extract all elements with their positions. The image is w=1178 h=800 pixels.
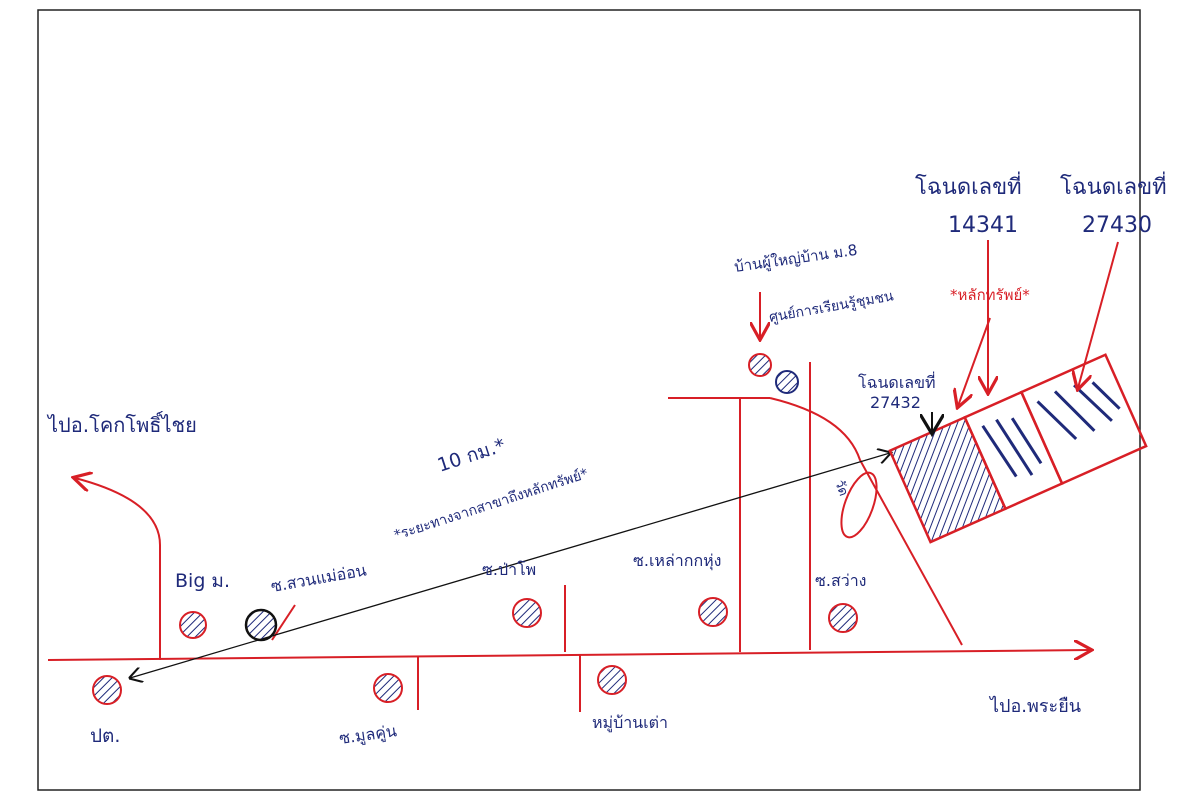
label-learning-center: ศูนย์การเรียนรู้ชุมชน [768,287,895,326]
parcel-27430 [1019,353,1148,486]
arrow-collateral [958,317,991,406]
landmarks [92,353,858,705]
label-gas-station: ปต. [90,725,120,747]
marker-headman [748,353,772,377]
marker-papho [512,598,542,628]
deed-a-number: 14341 [948,213,1018,238]
road-to-khok-pho [75,478,161,660]
paper-frame [37,9,1141,791]
marker-gas-station [92,675,122,705]
marker-big-c [179,611,207,639]
main-road [47,650,1090,661]
label-soi-lao-kok-hung: ซ.เหล่ากกหุ่ง [633,551,721,571]
deed-c-title: โฉนดเลขที่ [858,371,936,392]
label-village-khon-tao: หมู่บ้านเต่า [592,713,668,733]
label-distance: 10 กม.* [435,434,508,476]
deed-b-number: 27430 [1082,213,1152,238]
label-big-c: Big ม. [175,570,230,592]
label-collateral: *หลักทรัพย์* [950,286,1030,304]
label-soi-mul-khu: ซ.มูลคู่น [338,721,398,749]
arrow-deed-27430 [1078,241,1119,388]
marker-khontao [597,665,627,695]
label-distance-note: *ระยะทางจากสาขาถึงหลักทรัพย์* [392,465,590,544]
label-soi-pa-pho: ซ.ป่าโพ [482,560,536,579]
deed-c-number: 27432 [870,393,921,412]
label-soi-suan-mae-on: ซ.สวนแม่อ่อน [269,560,368,596]
label-headman-house: บ้านผู้ใหญ่บ้าน ม.8 [733,241,858,276]
label-soi-sawang: ซ.สว่าง [815,571,867,590]
marker-laokok [698,597,728,627]
label-temple: วัด [831,478,850,498]
marker-learning-center [775,370,799,394]
marker-mulkhu [373,673,403,703]
marker-sawang [828,603,858,633]
property-parcels [888,353,1148,544]
label-to-khok-pho: ไปอ.โคกโพธิ์ไชย [46,410,197,437]
deed-b-title: โฉนดเลขที่ [1060,171,1167,200]
deed-a-title: โฉนดเลขที่ [915,171,1022,200]
marker-branch [244,608,278,642]
label-to-phra-yuen: ไปอ.พระยืน [988,695,1081,717]
